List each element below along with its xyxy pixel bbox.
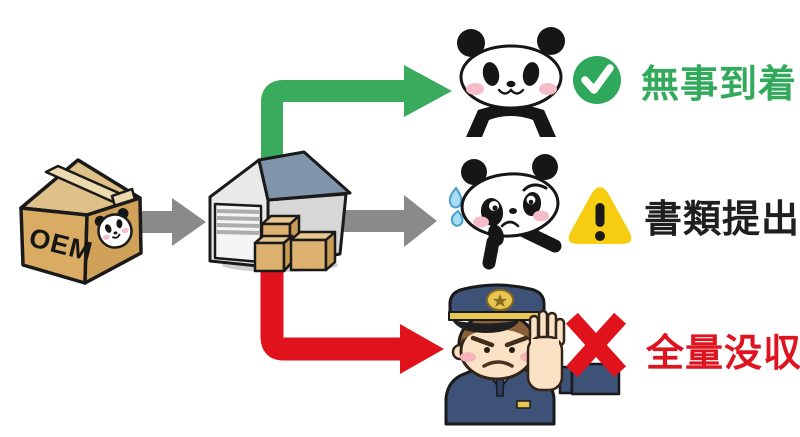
outcome-label-arrival: 無事到着: [641, 64, 798, 106]
green-elbow-arrow-icon: [261, 65, 452, 168]
cross-mark-icon: [565, 312, 627, 378]
police-officer-icon: [444, 283, 621, 426]
warning-triangle-icon: [568, 187, 632, 244]
panda-face-sticker-icon: [94, 208, 133, 249]
stored-boxes: [253, 214, 337, 273]
stop-hand-icon: [526, 309, 621, 396]
outcome-label-confiscation: 全量没収: [646, 333, 800, 375]
worried-panda-icon: [448, 154, 562, 270]
red-elbow-arrow-icon: [260, 250, 444, 374]
gray-straight-arrow-warehouse-to-panda-icon: [334, 195, 437, 247]
sweat-drops-icon: [448, 186, 464, 227]
cardboard-box-icon: OEM: [19, 158, 143, 285]
warehouse-icon: [208, 150, 352, 273]
police-cap-icon: [448, 283, 546, 333]
happy-panda-icon: [457, 27, 565, 137]
check-circle-icon: [573, 56, 621, 104]
gray-straight-arrow-box-to-warehouse-icon: [138, 198, 206, 246]
outcome-label-documents: 書類提出: [644, 199, 800, 241]
